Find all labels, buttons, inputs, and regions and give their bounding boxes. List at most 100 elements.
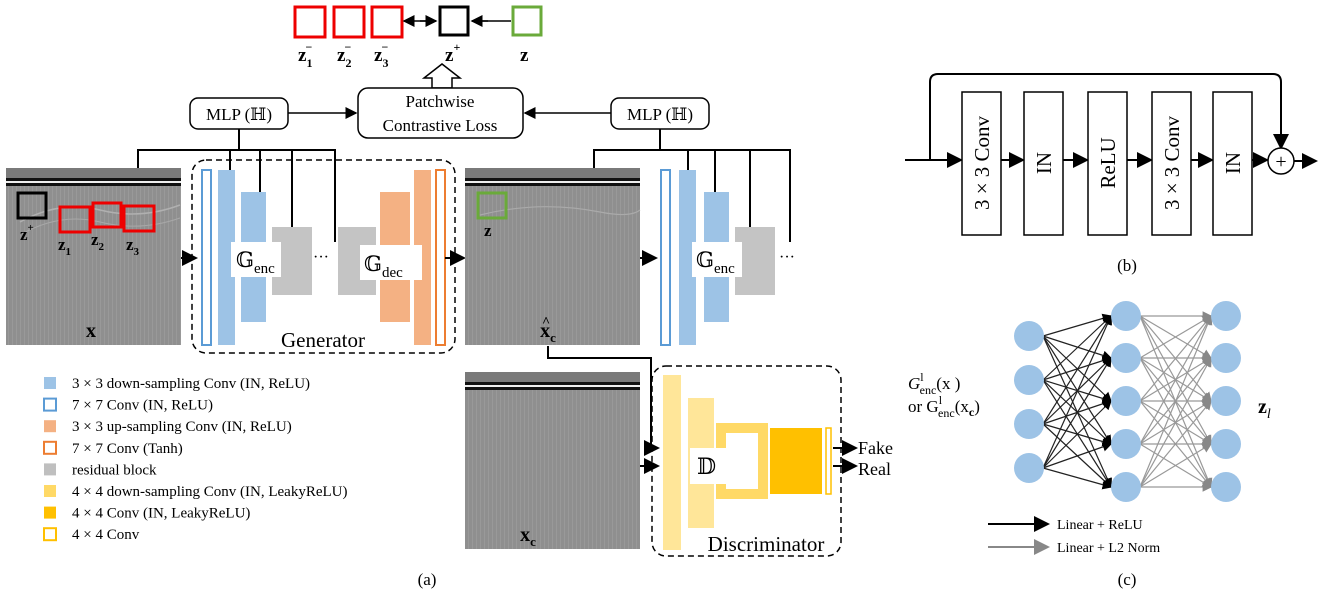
- z-neg-3-label: z3−: [374, 40, 388, 70]
- legend-text-7: 4 × 4 Conv: [72, 527, 140, 543]
- node-1-2: [1111, 386, 1141, 416]
- node-0-0: [1014, 321, 1044, 351]
- node-0-2: [1014, 409, 1044, 439]
- z-neg-1-patch: [293, 5, 327, 39]
- edge-l2-2-0: [1139, 315, 1212, 402]
- edge-relu-3-0: [1042, 314, 1112, 469]
- fake-label: Fake: [858, 438, 893, 458]
- g-enc2-label: 𝔾enc: [696, 248, 735, 277]
- legend-swatch-7: [43, 527, 57, 542]
- disc-down1: [663, 375, 681, 550]
- edge-relu-3-1: [1042, 356, 1112, 469]
- caption-b: (b): [1117, 256, 1137, 275]
- edge-l2-4-1: [1139, 356, 1212, 488]
- node-0-1: [1014, 365, 1044, 395]
- real-label: Real: [858, 459, 891, 479]
- xhat-z-label: z: [484, 221, 492, 240]
- edge-relu-0-0: [1042, 313, 1113, 337]
- gen-7x7-conv-in: [201, 169, 212, 346]
- node-2-3: [1211, 429, 1241, 459]
- output-image-xhat: z xc ^: [465, 168, 641, 345]
- g-dec-label-bg: [360, 245, 422, 280]
- d-label: 𝔻: [697, 454, 716, 479]
- node-1-1: [1111, 343, 1141, 373]
- node-0-3: [1014, 453, 1044, 483]
- b-label-3: 3 × 3 Conv: [1160, 115, 1184, 210]
- legend-text-6: 4 × 4 Conv (IN, LeakyReLU): [72, 506, 250, 522]
- legend-text-4: residual block: [72, 462, 157, 478]
- x-neg2-patch: [91, 201, 123, 229]
- panel-c-mlp: [1014, 301, 1241, 502]
- edge-relu-3-3: [1042, 442, 1113, 469]
- edge-l2-3-0: [1139, 314, 1212, 445]
- panel-b-residual-block: + 3 × 3 Conv IN ReLU 3 × 3 Conv IN (b): [905, 73, 1318, 275]
- generator-label: Generator: [281, 328, 365, 352]
- x-zpos-label: z+: [20, 222, 34, 244]
- z-pos-label: z+: [445, 40, 460, 66]
- loss-line1: Patchwise: [406, 92, 475, 111]
- b-label-0: 3 × 3 Conv: [970, 115, 994, 210]
- legend-swatch-2: [44, 420, 56, 433]
- skip-connection: [929, 73, 1289, 160]
- loss-line2: Contrastive Loss: [383, 116, 498, 135]
- g-enc2-label-bg: [692, 242, 742, 277]
- x-pos-patch: [16, 191, 48, 220]
- x-neg1-patch: [58, 205, 92, 234]
- z-neg-2-patch: [332, 5, 366, 39]
- xc-image: [465, 372, 640, 549]
- edge-relu-2-0: [1042, 314, 1112, 425]
- g-enc-label-bg: [231, 242, 281, 277]
- edge-l2-4-2: [1139, 400, 1212, 488]
- edge-relu-3-2: [1042, 400, 1112, 469]
- legend-swatch-4: [44, 463, 56, 476]
- legend-swatch-0: [44, 377, 56, 389]
- legend-text-0: 3 × 3 down-sampling Conv (IN, ReLU): [72, 376, 310, 392]
- d-label-bg: [690, 448, 738, 484]
- x-zneg2-label: z2: [91, 230, 105, 253]
- legend-swatch-5: [44, 485, 56, 497]
- enc2-7x7-conv: [660, 169, 671, 346]
- gen-up2: [414, 170, 431, 345]
- node-1-3: [1111, 429, 1141, 459]
- legend-text-2: 3 × 3 up-sampling Conv (IN, ReLU): [72, 419, 292, 435]
- legend-text-1: 7 × 7 Conv (IN, ReLU): [72, 398, 213, 414]
- node-2-4: [1211, 472, 1241, 502]
- left-tap-bus: [137, 149, 336, 242]
- b-block-2: [1087, 91, 1128, 236]
- caption-c: (c): [1118, 570, 1137, 589]
- patchwise-loss-box: [357, 87, 524, 139]
- b-plus: +: [1275, 151, 1286, 173]
- b-label-1: IN: [1032, 152, 1056, 174]
- xc-label: xc: [520, 524, 536, 549]
- z-neg-2-label: z2−: [337, 40, 351, 70]
- node-2-0: [1211, 301, 1241, 331]
- mlp-left-label: MLP (ℍ): [206, 105, 272, 124]
- disc-conv-final: [825, 427, 832, 495]
- x-zneg3-label: z3: [126, 235, 140, 258]
- disc-conv-leaky: [770, 428, 822, 494]
- discriminator-box: [651, 365, 842, 557]
- b-block-3: [1151, 91, 1192, 236]
- legend-swatch-3: [43, 440, 57, 455]
- top-z-patches: z1− z2− z3− z+ z: [293, 5, 543, 89]
- right-tap-bus: [593, 149, 791, 242]
- c-output-label: zl: [1258, 396, 1271, 422]
- right-encoder: 𝔾enc ···: [660, 169, 795, 346]
- gen-ellipsis: ···: [313, 249, 329, 266]
- z-label: z: [520, 45, 529, 66]
- z-neg-3-patch: [370, 5, 404, 39]
- legend-text-3: 7 × 7 Conv (Tanh): [72, 441, 183, 457]
- b-label-2: ReLU: [1096, 137, 1120, 188]
- xhat-z-patch: [476, 191, 508, 220]
- z-patch: [511, 5, 543, 37]
- discriminator-section: xc 𝔻 Fake Real Discriminator: [465, 346, 893, 557]
- arrow-xhat-to-disc: [547, 346, 660, 456]
- edge-relu-1-0: [1042, 315, 1112, 381]
- gen-down1: [218, 170, 235, 345]
- enc2-down1: [679, 170, 696, 345]
- edge-l2-4-3: [1139, 443, 1213, 488]
- x-label: x: [86, 320, 96, 342]
- z-neg-1-label: z1−: [298, 40, 312, 70]
